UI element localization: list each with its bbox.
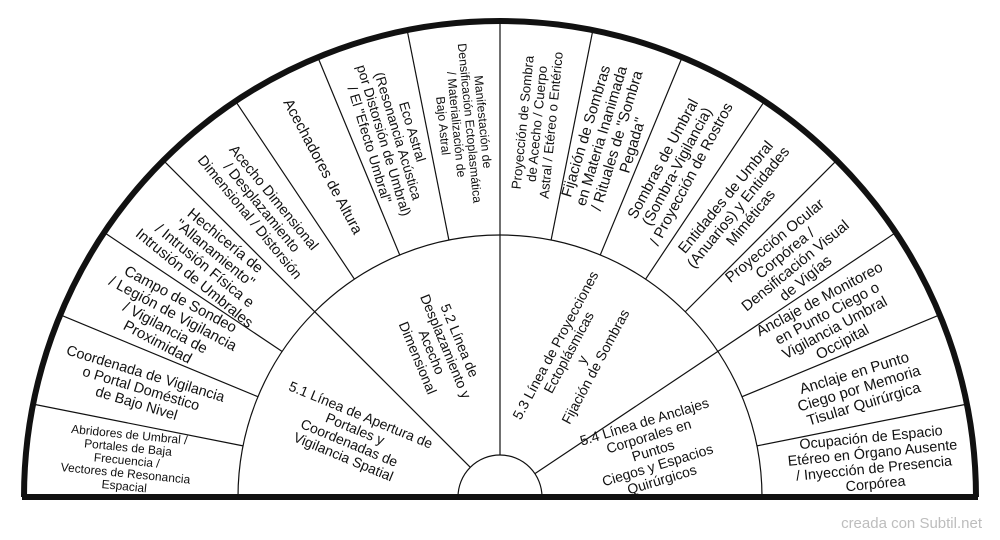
inner-section-label: 5.1 Línea de Apertura dePortales yCoorde… xyxy=(269,378,435,494)
inner-section-label: 5.2 Línea deDesplazamiento yAcechoDimens… xyxy=(389,286,488,412)
section-divider xyxy=(60,314,259,398)
outer-section-label-line: Espacial xyxy=(101,477,148,495)
section-divider xyxy=(33,403,244,447)
outer-section-label: Abridores de Umbral /Portales de BajaFre… xyxy=(59,421,195,499)
inner-section-label: 5.4 Línea de AnclajesCorporales enPuntos… xyxy=(578,394,728,506)
outer-section-label-line: Frecuencia / xyxy=(93,450,161,470)
outer-section-label: Ocupación de EspacioEtéreo en Órgano Aus… xyxy=(786,422,962,501)
outer-section-label-line: Corpórea xyxy=(845,474,906,496)
outer-section-label: Manifestación deDensificación Ectoplasmá… xyxy=(428,41,497,206)
outer-section-label-line: Bajo Astral xyxy=(433,96,453,156)
group-divider xyxy=(162,159,471,468)
section-divider xyxy=(550,30,594,241)
section-divider xyxy=(645,100,765,280)
section-divider xyxy=(103,232,283,352)
outer-section-label: Eco Astral(Resonancia Acústicapor Distor… xyxy=(339,54,443,222)
credit-text: creada con Subtil.net xyxy=(841,515,982,532)
hub-arc xyxy=(457,454,543,498)
section-divider xyxy=(599,57,683,256)
section-divider xyxy=(756,403,967,447)
section-divider xyxy=(317,57,401,256)
section-divider xyxy=(741,314,940,398)
inner-section-label: 5.3 Línea de ProyeccionesEctoplásmicasyF… xyxy=(509,268,641,443)
section-divider xyxy=(684,159,838,313)
group-divider xyxy=(534,232,897,475)
outer-section-label: Proyección de Sombrade Acecho / CuerpoAs… xyxy=(508,48,566,199)
inner-section-label-line: 5.3 Línea de Proyecciones xyxy=(509,268,601,422)
section-divider xyxy=(235,100,355,280)
outer-section-label: Anclaje en PuntoCiego por MemoriaTisular… xyxy=(791,347,928,431)
section-divider xyxy=(406,30,450,241)
